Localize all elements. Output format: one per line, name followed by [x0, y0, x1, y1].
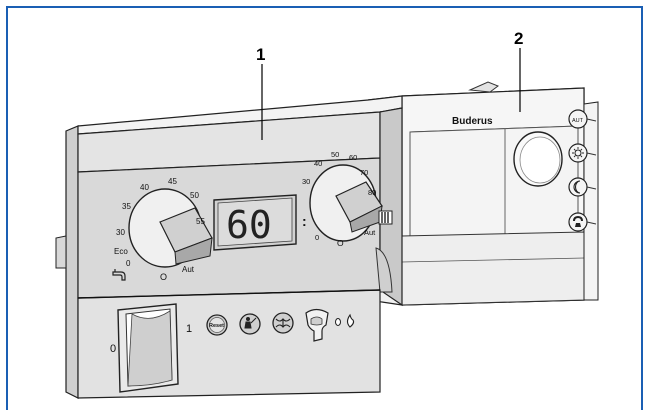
callout-1: 1: [256, 45, 265, 64]
dhw-temperature-dial[interactable]: [128, 188, 213, 268]
sun-icon: [572, 147, 584, 159]
switch-off-label: 0: [110, 343, 116, 355]
heating-scale-70: 70: [360, 168, 368, 177]
figure-frame: [6, 6, 643, 410]
day-mode-button[interactable]: [568, 143, 597, 163]
heating-scale-80: 80: [368, 188, 376, 197]
svg-text:AUT: AUT: [572, 118, 584, 124]
moon-icon: [573, 180, 581, 194]
dhw-eco-label: Eco: [114, 247, 128, 256]
heating-scale-40: 40: [314, 159, 322, 168]
heating-scale-30: 30: [302, 177, 310, 186]
chimney-sweep-button[interactable]: [239, 313, 261, 335]
reset-label: Reset: [209, 323, 224, 329]
dhw-scale-55: 55: [196, 217, 205, 226]
main-power-switch[interactable]: [117, 303, 179, 393]
dhw-scale-30: 30: [116, 228, 125, 237]
brand-logo: Buderus: [452, 116, 493, 127]
dhw-zero-marker: O: [160, 272, 167, 282]
dhw-aut-label: Aut: [182, 265, 195, 274]
service-button[interactable]: [272, 312, 294, 334]
fault-indicator: [305, 308, 329, 342]
heating-aut-label: Aut: [364, 228, 376, 237]
radiator-icon: [378, 210, 393, 225]
callout-2: 2: [514, 29, 523, 48]
display-value: 60: [226, 203, 272, 247]
tap-icon: [112, 269, 126, 281]
heating-scale-50: 50: [331, 150, 339, 159]
dhw-scale-0: 0: [126, 259, 131, 268]
dhw-scale-40: 40: [140, 183, 149, 192]
aut-button[interactable]: AUT: [568, 109, 597, 129]
reset-button[interactable]: Reset: [206, 314, 228, 336]
heating-temperature-dial[interactable]: [309, 164, 383, 242]
dhw-scale-35: 35: [122, 202, 131, 211]
display-colon: :: [302, 213, 307, 229]
status-led: [335, 318, 341, 326]
heating-scale-0: 0: [315, 233, 319, 242]
dhw-scale-45: 45: [168, 177, 177, 186]
night-mode-button[interactable]: [568, 177, 597, 197]
heating-dial-scale: 0 30 40 50 60 70 80 Aut O: [302, 150, 376, 248]
lcd-display: 60: [213, 194, 297, 251]
heating-scale-60: 60: [349, 153, 357, 162]
side-buttons: [583, 101, 599, 301]
chimney-sweep-icon: [244, 317, 257, 329]
switch-on-label: 1: [186, 323, 192, 335]
flame-icon: [346, 313, 355, 328]
rotary-knob[interactable]: [513, 131, 563, 187]
service-icon: [275, 318, 291, 328]
dhw-scale-50: 50: [190, 191, 199, 200]
heating-zero-marker: O: [337, 238, 344, 248]
phone-icon: [573, 216, 583, 227]
phone-button[interactable]: [568, 212, 597, 232]
dhw-dial-scale: 0 30 35 40 45 50 55 Eco Aut O: [114, 177, 205, 282]
